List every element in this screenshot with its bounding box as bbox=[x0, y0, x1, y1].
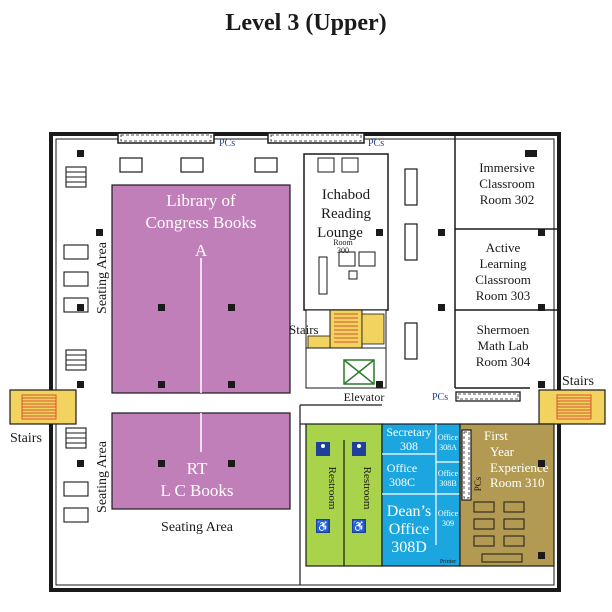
office308c-label-line1: Office bbox=[387, 461, 417, 475]
center-right-tables bbox=[404, 168, 418, 360]
lounge-chairs bbox=[317, 157, 376, 295]
pc-counter-top-left bbox=[117, 132, 215, 144]
restroom-women-icon bbox=[316, 442, 330, 456]
seating-area-label-upper: Seating Area bbox=[95, 241, 110, 314]
left-columns bbox=[77, 229, 103, 467]
interior-walls bbox=[299, 404, 382, 585]
column-ichabod bbox=[376, 229, 383, 236]
restroom-men-icon-figure bbox=[357, 444, 361, 448]
left-seating-furniture bbox=[63, 166, 89, 523]
office308b-label-line1: Office bbox=[438, 469, 459, 478]
restroom-men-label: Restroom bbox=[361, 467, 373, 510]
office309-label-line1: Office bbox=[438, 509, 459, 518]
first-year-label-line2: Year bbox=[490, 444, 515, 459]
books-a-label-line1: Library of bbox=[166, 191, 236, 210]
dean-office-label-line3: 308D bbox=[391, 539, 427, 556]
secretary-label-line2: 308 bbox=[400, 439, 418, 453]
office309-label-line2: 309 bbox=[442, 519, 454, 528]
shermoen-math-lab-line1: Shermoen bbox=[477, 322, 530, 337]
office308b-label-line2: 308B bbox=[439, 479, 456, 488]
pcs-label-right: PCs bbox=[432, 392, 448, 403]
ichabod-label-line2: Reading bbox=[321, 206, 371, 222]
restroom-women-label: Restroom bbox=[326, 467, 338, 510]
office-walls bbox=[382, 424, 460, 545]
seating-area-label-lower: Seating Area bbox=[95, 440, 110, 513]
active-learning-line4: Room 303 bbox=[476, 288, 531, 303]
right-room-columns bbox=[530, 150, 545, 388]
stairs-left-label: Stairs bbox=[10, 431, 42, 446]
office308c-label-line2: 308C bbox=[389, 475, 415, 489]
books-a-label-line2: Congress Books bbox=[146, 213, 257, 232]
stairs-center bbox=[305, 309, 387, 349]
shermoen-math-lab-line3: Room 304 bbox=[476, 354, 531, 369]
books-rt-label-line1: RT bbox=[187, 459, 208, 478]
books-a-letter: A bbox=[195, 241, 208, 260]
ichabod-label-line3: Lounge bbox=[317, 225, 363, 241]
pcs-label-vertical: PCs bbox=[473, 476, 483, 491]
stairs-left bbox=[9, 389, 77, 425]
accessible-icon-left-glyph: ♿ bbox=[316, 520, 330, 533]
room300-label-line1: Room bbox=[333, 238, 353, 247]
columns-books-a bbox=[158, 304, 235, 388]
printer-label: Printer bbox=[440, 559, 456, 565]
stairs-right-label: Stairs bbox=[562, 374, 594, 389]
pc-counter-top-center bbox=[267, 132, 365, 144]
immersive-classroom-line1: Immersive bbox=[479, 160, 535, 175]
first-year-label-line3: Experience bbox=[490, 460, 549, 475]
pc-counter-right bbox=[455, 391, 521, 402]
first-year-tables bbox=[473, 501, 525, 563]
secretary-label-line1: Secretary bbox=[386, 425, 431, 439]
misc-columns bbox=[77, 150, 532, 157]
office-suite-area bbox=[381, 423, 461, 567]
page-title: Level 3 (Upper) bbox=[225, 10, 386, 36]
first-year-columns bbox=[538, 460, 545, 559]
ichabod-lounge-room bbox=[303, 153, 389, 311]
immersive-classroom-line2: Classroom bbox=[479, 176, 535, 191]
dean-office-label-line1: Dean’s bbox=[387, 503, 431, 520]
elevator-label: Elevator bbox=[344, 390, 385, 404]
ichabod-label-line1: Ichabod bbox=[322, 187, 371, 203]
restroom-men-icon bbox=[352, 442, 366, 456]
immersive-classroom-line3: Room 302 bbox=[480, 192, 535, 207]
stairs-right bbox=[538, 389, 606, 425]
office308a-label-line1: Office bbox=[438, 433, 459, 442]
room300-label-line2: 300 bbox=[337, 246, 349, 255]
dean-office-label-line2: Office bbox=[389, 521, 430, 538]
first-year-label-line4: Room 310 bbox=[490, 475, 545, 490]
top-tables bbox=[119, 157, 278, 173]
pcs-label-top-center: PCs bbox=[368, 138, 384, 149]
elevator bbox=[305, 347, 387, 389]
books-rt-label-line2: L C Books bbox=[160, 481, 233, 500]
pc-counter-vertical bbox=[461, 429, 472, 501]
pcs-label-top-left: PCs bbox=[219, 138, 235, 149]
columns-books-rt bbox=[158, 460, 235, 467]
accessible-icon-right-glyph: ♿ bbox=[352, 520, 366, 533]
stairs-center-label: Stairs bbox=[289, 322, 319, 337]
active-learning-line3: Classroom bbox=[475, 272, 531, 287]
accessible-icon-right bbox=[352, 519, 366, 533]
first-year-label-line1: First bbox=[484, 428, 508, 443]
seating-area-label-bottom: Seating Area bbox=[161, 520, 234, 535]
accessible-icon-left bbox=[316, 519, 330, 533]
active-learning-line1: Active bbox=[486, 240, 521, 255]
office308a-label-line2: 308A bbox=[439, 443, 457, 452]
shermoen-math-lab-line2: Math Lab bbox=[478, 338, 529, 353]
restroom-women-icon-figure bbox=[321, 444, 325, 448]
active-learning-line2: Learning bbox=[480, 256, 527, 271]
center-right-columns bbox=[376, 229, 445, 388]
